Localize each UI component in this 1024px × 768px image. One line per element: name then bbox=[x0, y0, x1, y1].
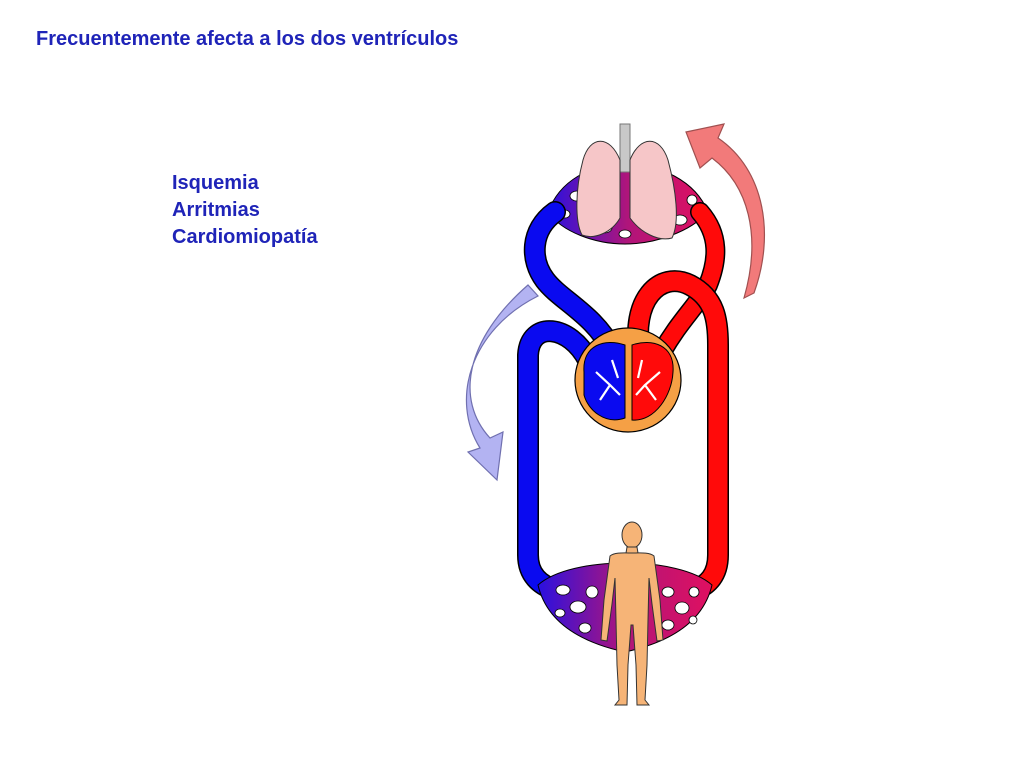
cause-item-cardiomyopathy: Cardiomiopatía bbox=[172, 226, 318, 248]
cause-item-ischemia: Isquemia bbox=[172, 172, 259, 194]
pulmonary-artery bbox=[523, 201, 623, 361]
cause-list: Isquemia Arritmias Cardiomiopatía bbox=[172, 170, 318, 251]
lungs-icon bbox=[576, 140, 677, 240]
flow-arrow-down-icon bbox=[465, 284, 539, 482]
pulmonary-capillary-bed bbox=[547, 162, 709, 245]
slide-title: Frecuentemente afecta a los dos ventrícu… bbox=[36, 28, 459, 50]
trachea bbox=[619, 123, 631, 173]
aorta bbox=[627, 270, 729, 601]
flow-arrow-up-icon bbox=[685, 123, 765, 300]
cause-item-arrhythmias: Arritmias bbox=[172, 199, 260, 221]
vena-cava bbox=[517, 320, 599, 601]
heart-icon bbox=[574, 327, 682, 433]
human-body-icon bbox=[600, 521, 664, 706]
